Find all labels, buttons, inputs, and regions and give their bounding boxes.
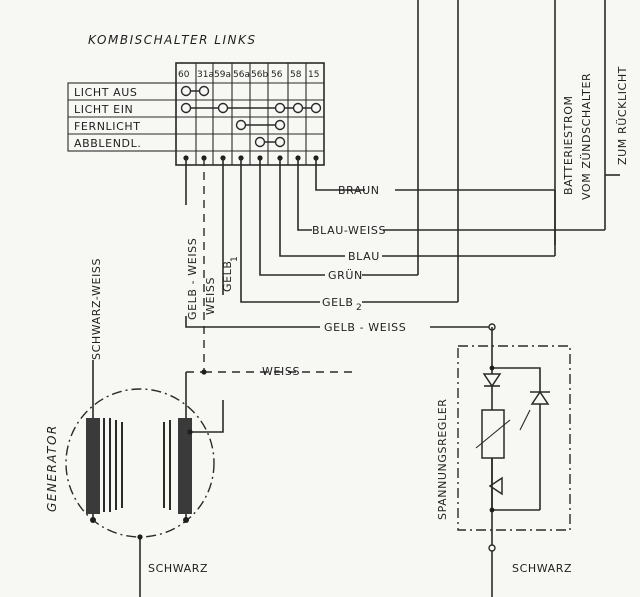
wire-label-gelb-weiss-vertical: GELB - WEISS [186, 238, 199, 320]
switch-wires [185, 158, 620, 433]
row-label-abblendl: ABBLENDL. [74, 137, 141, 150]
ground-label-right: SCHWARZ [512, 562, 572, 575]
wire-label-weiss-vertical: WEISS [204, 277, 217, 315]
wire-label-gelb2-subscript: 2 [356, 303, 362, 313]
top-bus-lines [417, 0, 606, 302]
col-header-56a: 56a [233, 70, 250, 80]
wire-label-blau-weiss: BLAU-WEISS [312, 224, 386, 237]
wire-label-blau: BLAU [348, 250, 380, 263]
col-header-15: 15 [308, 70, 319, 80]
wire-label-gruen: GRÜN [328, 269, 363, 282]
wire-label-schwarz-weiss: SCHWARZ-WEISS [90, 258, 103, 360]
col-header-56b: 56b [251, 70, 268, 80]
generator-symbol [65, 360, 215, 597]
regulator-label: SPANNUNGSREGLER [436, 398, 449, 520]
side-label-batteriestrom: BATTERIESTROM [562, 95, 575, 195]
side-label-vom-zuendschalter: VOM ZÜNDSCHALTER [580, 73, 593, 200]
row-label-licht-ein: LICHT EIN [74, 103, 133, 116]
regulator-symbol [457, 327, 571, 597]
side-label-zum-ruecklicht: ZUM RÜCKLICHT [616, 66, 629, 165]
row-label-licht-aus: LICHT AUS [74, 86, 138, 99]
switch-title: KOMBISCHALTER LINKS [88, 33, 256, 47]
col-header-60: 60 [178, 70, 190, 80]
switch-matrix: 60 31a 59a 56a 56b 56 58 15 LICHT AUS LI… [67, 62, 325, 166]
col-header-56: 56 [271, 70, 283, 80]
ground-label-left: SCHWARZ [148, 562, 208, 575]
col-header-58: 58 [290, 70, 302, 80]
wire-label-braun: BRAUN [338, 184, 380, 197]
wire-label-weiss-horizontal: WEISS [262, 365, 300, 378]
wire-label-gelb1-subscript: 1 [230, 256, 240, 262]
col-header-31a: 31a [197, 70, 214, 80]
row-label-fernlicht: FERNLICHT [74, 120, 141, 133]
wire-label-gelb-weiss-horizontal: GELB - WEISS [324, 321, 406, 334]
wire-label-gelb1: GELB [221, 260, 234, 292]
col-header-59a: 59a [214, 70, 231, 80]
generator-label: GENERATOR [45, 424, 59, 512]
wire-label-gelb2: GELB [322, 296, 354, 309]
